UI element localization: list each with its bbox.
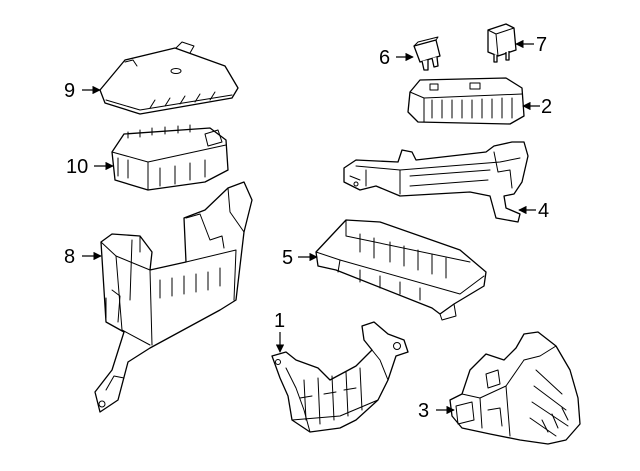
part-2-fuse-block — [407, 77, 525, 125]
callout-8: 8 — [64, 246, 75, 268]
leader-lines — [82, 39, 540, 415]
callout-3: 3 — [418, 400, 429, 422]
part-7-relay — [487, 23, 517, 63]
callout-9: 9 — [64, 80, 75, 102]
part-6-fuse — [413, 36, 441, 71]
callout-10: 10 — [66, 156, 88, 178]
callout-1: 1 — [274, 310, 285, 332]
callout-6: 6 — [379, 47, 390, 69]
part-8-tray — [94, 181, 253, 413]
callout-4: 4 — [538, 200, 549, 222]
callout-7: 7 — [536, 34, 547, 56]
callout-labels: 9 10 8 6 7 2 4 5 1 3 — [64, 34, 552, 422]
callout-2: 2 — [541, 96, 552, 118]
part-5-carrier — [315, 219, 487, 321]
callout-5: 5 — [282, 247, 293, 269]
part-9-cover — [99, 41, 239, 115]
part-3-junction-block — [449, 331, 581, 445]
part-4-bracket — [343, 141, 529, 223]
part-1-bracket — [271, 321, 409, 433]
part-10-module — [111, 124, 229, 191]
